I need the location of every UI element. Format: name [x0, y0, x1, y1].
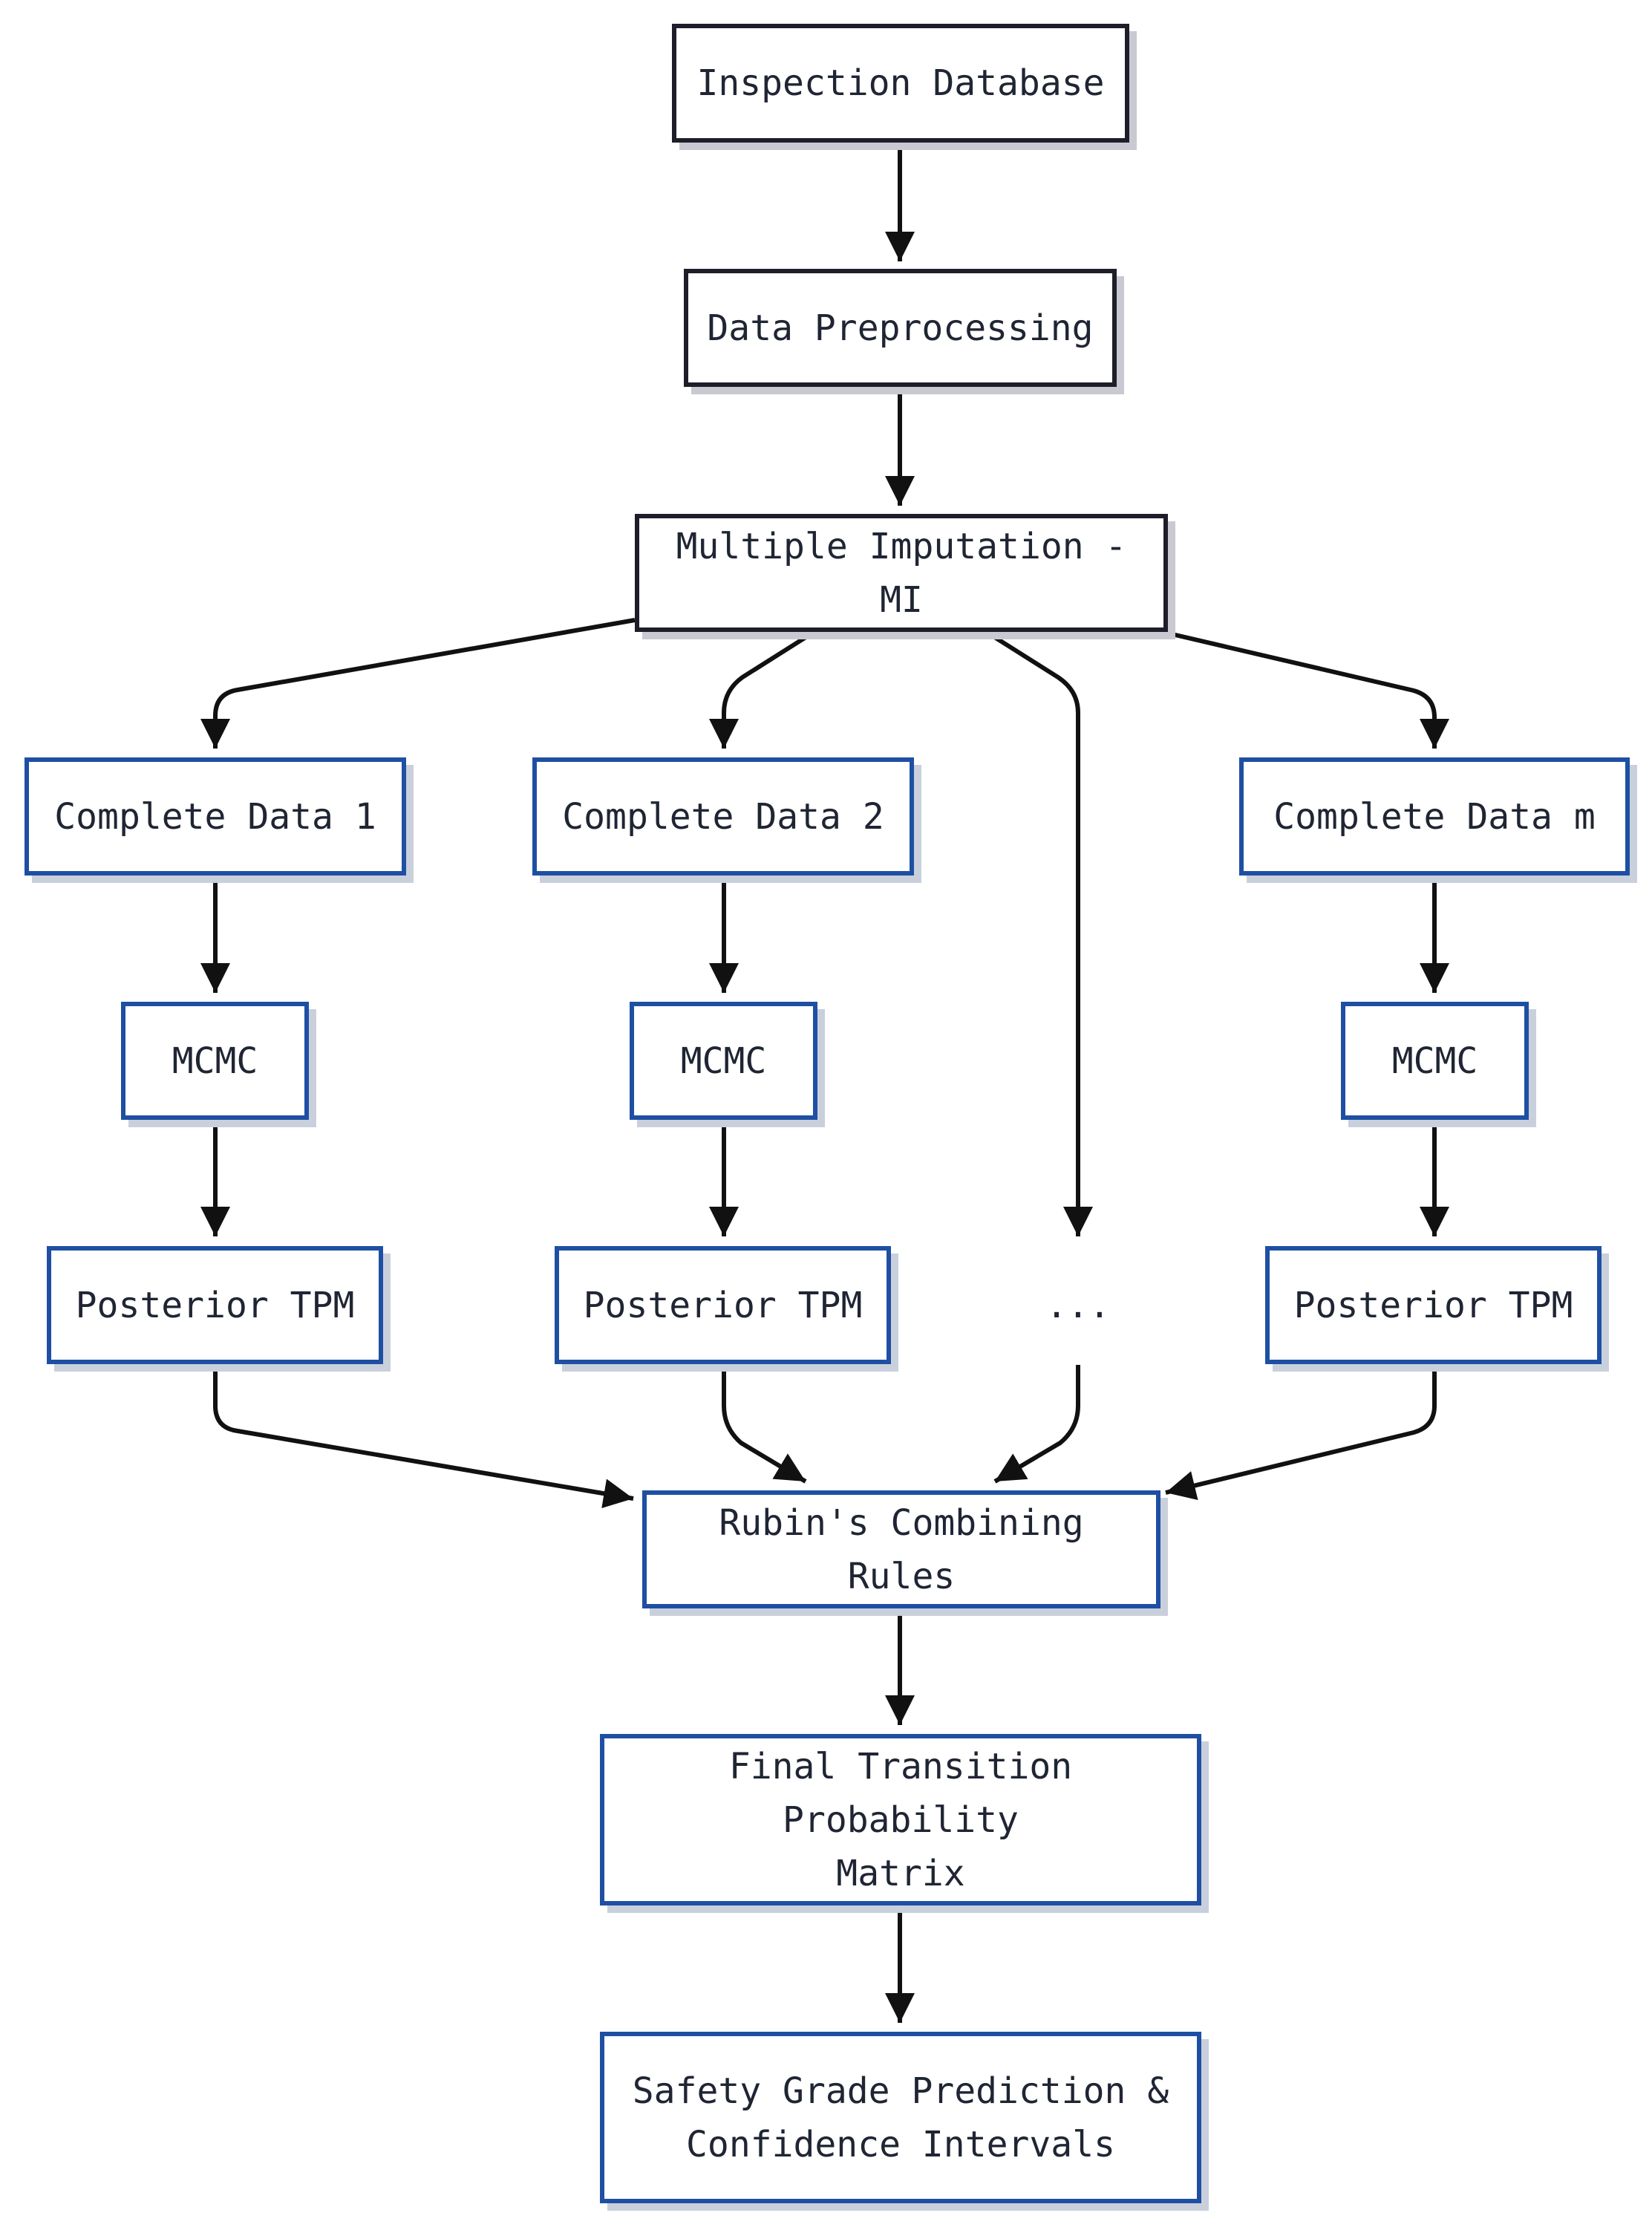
- edge-mi-to-complete-data-2: [709, 630, 814, 749]
- node-mcmc-2: MCMC: [630, 1002, 817, 1120]
- node-rubins-combining-rules: Rubin's Combining Rules: [642, 1490, 1160, 1608]
- edge-posterior-1-to-rubins: [213, 1365, 634, 1508]
- node-posterior-tpm-1: Posterior TPM: [47, 1246, 383, 1364]
- node-ellipsis: ...: [1004, 1246, 1152, 1364]
- node-complete-data-m: Complete Data m: [1239, 757, 1630, 876]
- node-complete-data-1-label: Complete Data 1: [54, 795, 376, 838]
- node-final-transition-probability-matrix: Final Transition Probability Matrix: [600, 1734, 1201, 1905]
- node-posterior-tpm-2: Posterior TPM: [555, 1246, 891, 1364]
- node-safety-grade-prediction: Safety Grade Prediction & Confidence Int…: [600, 2032, 1201, 2203]
- node-posterior-tpm-2-label: Posterior TPM: [583, 1284, 863, 1326]
- node-data-preprocessing: Data Preprocessing: [684, 269, 1117, 387]
- node-complete-data-m-label: Complete Data m: [1273, 795, 1596, 838]
- node-ellipsis-label: ...: [1045, 1284, 1111, 1326]
- node-multiple-imputation-label: Multiple Imputation - MI: [676, 525, 1127, 621]
- node-mcmc-1: MCMC: [121, 1002, 309, 1120]
- node-safety-grade-prediction-label: Safety Grade Prediction & Confidence Int…: [632, 2070, 1169, 2165]
- edge-ellipsis-to-rubins: [993, 1365, 1080, 1484]
- node-complete-data-1: Complete Data 1: [25, 757, 406, 876]
- edge-posterior-m-to-rubins: [1165, 1365, 1437, 1501]
- node-rubins-combining-rules-label: Rubin's Combining Rules: [719, 1502, 1084, 1597]
- node-complete-data-2: Complete Data 2: [532, 757, 914, 876]
- node-mcmc-1-label: MCMC: [172, 1040, 258, 1082]
- edge-posterior-2-to-rubins: [722, 1365, 807, 1484]
- node-mcmc-2-label: MCMC: [680, 1040, 767, 1082]
- node-data-preprocessing-label: Data Preprocessing: [707, 307, 1094, 349]
- node-mcmc-m-label: MCMC: [1391, 1040, 1478, 1082]
- node-final-transition-probability-matrix-label: Final Transition Probability Matrix: [728, 1745, 1073, 1894]
- node-complete-data-2-label: Complete Data 2: [562, 795, 884, 838]
- node-posterior-tpm-m-label: Posterior TPM: [1293, 1284, 1573, 1326]
- edge-mi-to-ellipsis: [986, 630, 1093, 1236]
- node-inspection-database-label: Inspection Database: [696, 62, 1105, 104]
- edge-mi-to-complete-data-1: [200, 618, 636, 749]
- node-multiple-imputation: Multiple Imputation - MI: [635, 514, 1168, 632]
- node-posterior-tpm-m: Posterior TPM: [1265, 1246, 1602, 1364]
- node-posterior-tpm-1-label: Posterior TPM: [75, 1284, 355, 1326]
- node-mcmc-m: MCMC: [1341, 1002, 1529, 1120]
- node-inspection-database: Inspection Database: [672, 24, 1129, 143]
- edge-mi-to-complete-data-m: [1165, 630, 1449, 749]
